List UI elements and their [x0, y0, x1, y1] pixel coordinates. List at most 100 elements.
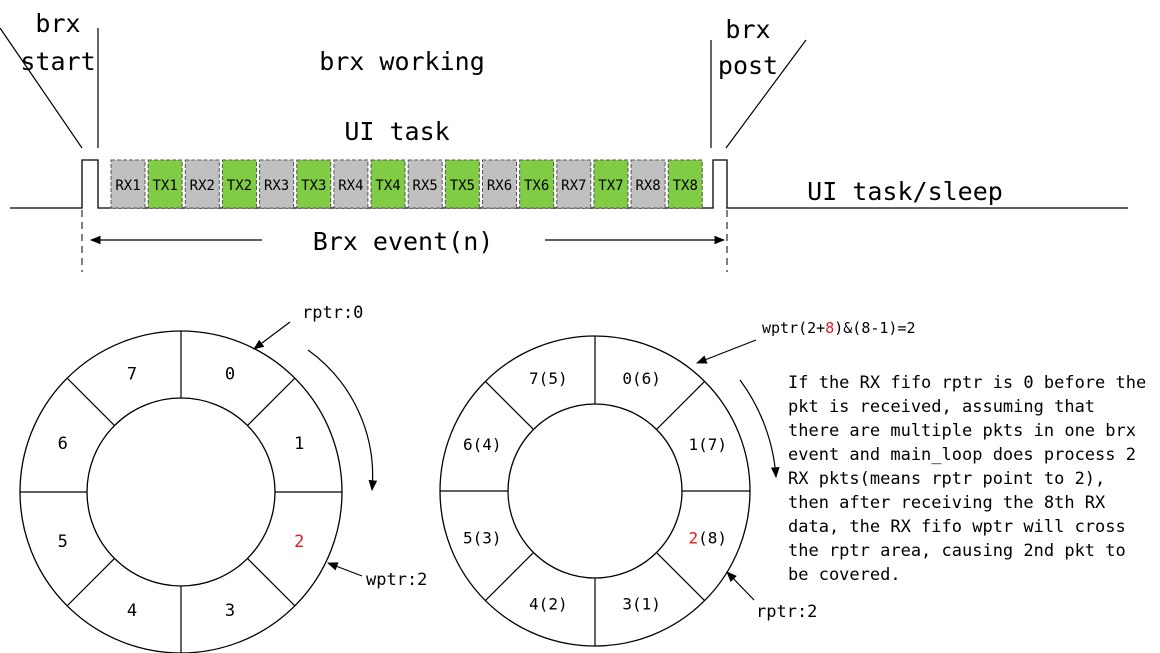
wptr-arrow-before [326, 562, 363, 577]
slot-box [370, 159, 406, 209]
ring-segment-3: 3 [225, 601, 235, 621]
slot-box [630, 159, 666, 209]
slot-label: TX4 [375, 178, 400, 194]
wptr-formula-label: wptr(2+8)&(8-1)=2 [762, 319, 916, 337]
brx-post-label-line1: brx [725, 15, 770, 44]
ring-divider [66, 377, 115, 426]
slot-box [221, 159, 257, 209]
slot-tx2: TX2 [221, 159, 257, 209]
brx-start-callout-line [0, 27, 83, 149]
slot-box [593, 159, 629, 209]
note-line: data, the RX fifo wptr will cross [788, 517, 1126, 537]
slot-label: TX3 [301, 178, 326, 194]
slot-tx7: TX7 [593, 159, 629, 209]
slot-label: TX8 [673, 178, 698, 194]
ring-divider [247, 377, 296, 426]
slot-box [519, 159, 555, 209]
ring-segment-5: 5 [58, 532, 68, 552]
ring-inner [507, 403, 683, 579]
slot-rx1: RX1 [110, 159, 146, 209]
slot-label: RX4 [338, 178, 363, 194]
slot-label: TX1 [153, 178, 178, 194]
wptr-arrow-after [695, 339, 757, 364]
ui-task-label: UI task [344, 117, 449, 146]
note-line: RX pkts(means rptr point to 2), [788, 469, 1105, 489]
wptr-label-before: wptr:2 [366, 570, 427, 590]
slot-tx6: TX6 [519, 159, 555, 209]
ring-after-pointers: wptr(2+8)&(8-1)=2 rptr:2 [695, 319, 916, 622]
slot-box [110, 159, 146, 209]
slot-box [444, 159, 480, 209]
brx-start-label-line1: brx [35, 9, 80, 38]
brx-post-label-line2: post [718, 51, 778, 80]
ring-before-pointers: rptr:0 wptr:2 [253, 303, 427, 590]
ring-divider [484, 380, 534, 430]
slot-rx3: RX3 [259, 159, 295, 209]
brx-start-label-line2: start [20, 47, 95, 76]
brx-working-label: brx working [319, 47, 485, 76]
signal-brx-post-pulse [710, 159, 1128, 209]
rptr-label-before: rptr:0 [302, 303, 363, 323]
ring-segment-6: 6(4) [463, 435, 502, 454]
slot-box [184, 159, 220, 209]
write-direction-arrow-after [739, 379, 780, 479]
slot-label: TX5 [450, 178, 475, 194]
slot-tx5: TX5 [444, 159, 480, 209]
ring-segment-6: 6 [58, 434, 68, 454]
ring-inner [86, 397, 276, 587]
slot-label: TX6 [524, 178, 549, 194]
signal-brx-start-pulse [10, 159, 105, 209]
ring-segment-2: 2(8) [688, 528, 727, 547]
slot-label: RX6 [487, 178, 512, 194]
slot-rx6: RX6 [482, 159, 517, 209]
note-line: If the RX fifo rptr is 0 before the [788, 373, 1146, 393]
slot-box [259, 159, 295, 209]
rptr-label-after: rptr:2 [756, 602, 817, 622]
note-line: there are multiple pkts in one brx [788, 421, 1136, 441]
fifo-ring-after: 0(6) 1(7) 2(8) 3(1) 4(2) 5(3) 6(4) 7(5) [439, 335, 751, 647]
brx-post-callout-line [725, 39, 807, 149]
ui-task-sleep-label: UI task/sleep [807, 177, 1003, 206]
slot-label: RX5 [413, 178, 438, 194]
note-line: pkt is received, assuming that [788, 397, 1095, 417]
note-line: the rptr area, causing 2nd pkt to [788, 541, 1126, 561]
ring-divider [656, 380, 706, 430]
ring-segment-1: 1(7) [688, 435, 727, 454]
slot-rx7: RX7 [556, 159, 592, 209]
slot-label: RX8 [635, 178, 660, 194]
slot-tx3: TX3 [296, 159, 332, 209]
ring-segment-4: 4 [127, 601, 137, 621]
slot-rx4: RX4 [333, 159, 369, 209]
ring-segment-5: 5(3) [463, 528, 502, 547]
slot-rx2: RX2 [184, 159, 220, 209]
slot-box [147, 159, 183, 209]
ring-segment-0: 0(6) [622, 369, 661, 388]
slot-label: RX3 [264, 178, 289, 194]
rptr-arrow-before [253, 321, 291, 350]
ring-segment-7: 7(5) [529, 369, 568, 388]
slot-rx8: RX8 [630, 159, 666, 209]
ring-segment-4: 4(2) [529, 594, 568, 613]
slot-box [296, 159, 332, 209]
note-line: event and main_loop does process 2 [788, 445, 1136, 465]
rptr-arrow-after [726, 571, 755, 601]
brx-event-label: Brx event(n) [313, 227, 494, 256]
slot-label: RX7 [561, 178, 586, 194]
slot-box [333, 159, 369, 209]
note-line: then after receiving the 8th RX [788, 493, 1106, 513]
ring-divider [656, 552, 706, 602]
slot-rx5: RX5 [407, 159, 443, 209]
slot-label: TX7 [598, 178, 623, 194]
ring-segment-0: 0 [225, 365, 235, 385]
ring-divider [66, 558, 115, 607]
ring-segment-3: 3(1) [622, 594, 661, 613]
timeline: brx start brx working brx post UI task U… [0, 9, 1128, 272]
slot-box [667, 159, 703, 209]
slot-label: RX1 [115, 178, 140, 194]
explanation-note: If the RX fifo rptr is 0 before the pkt i… [788, 373, 1146, 585]
ring-segment-7: 7 [127, 365, 137, 385]
note-line: be covered. [788, 565, 901, 585]
slot-box [482, 159, 517, 209]
